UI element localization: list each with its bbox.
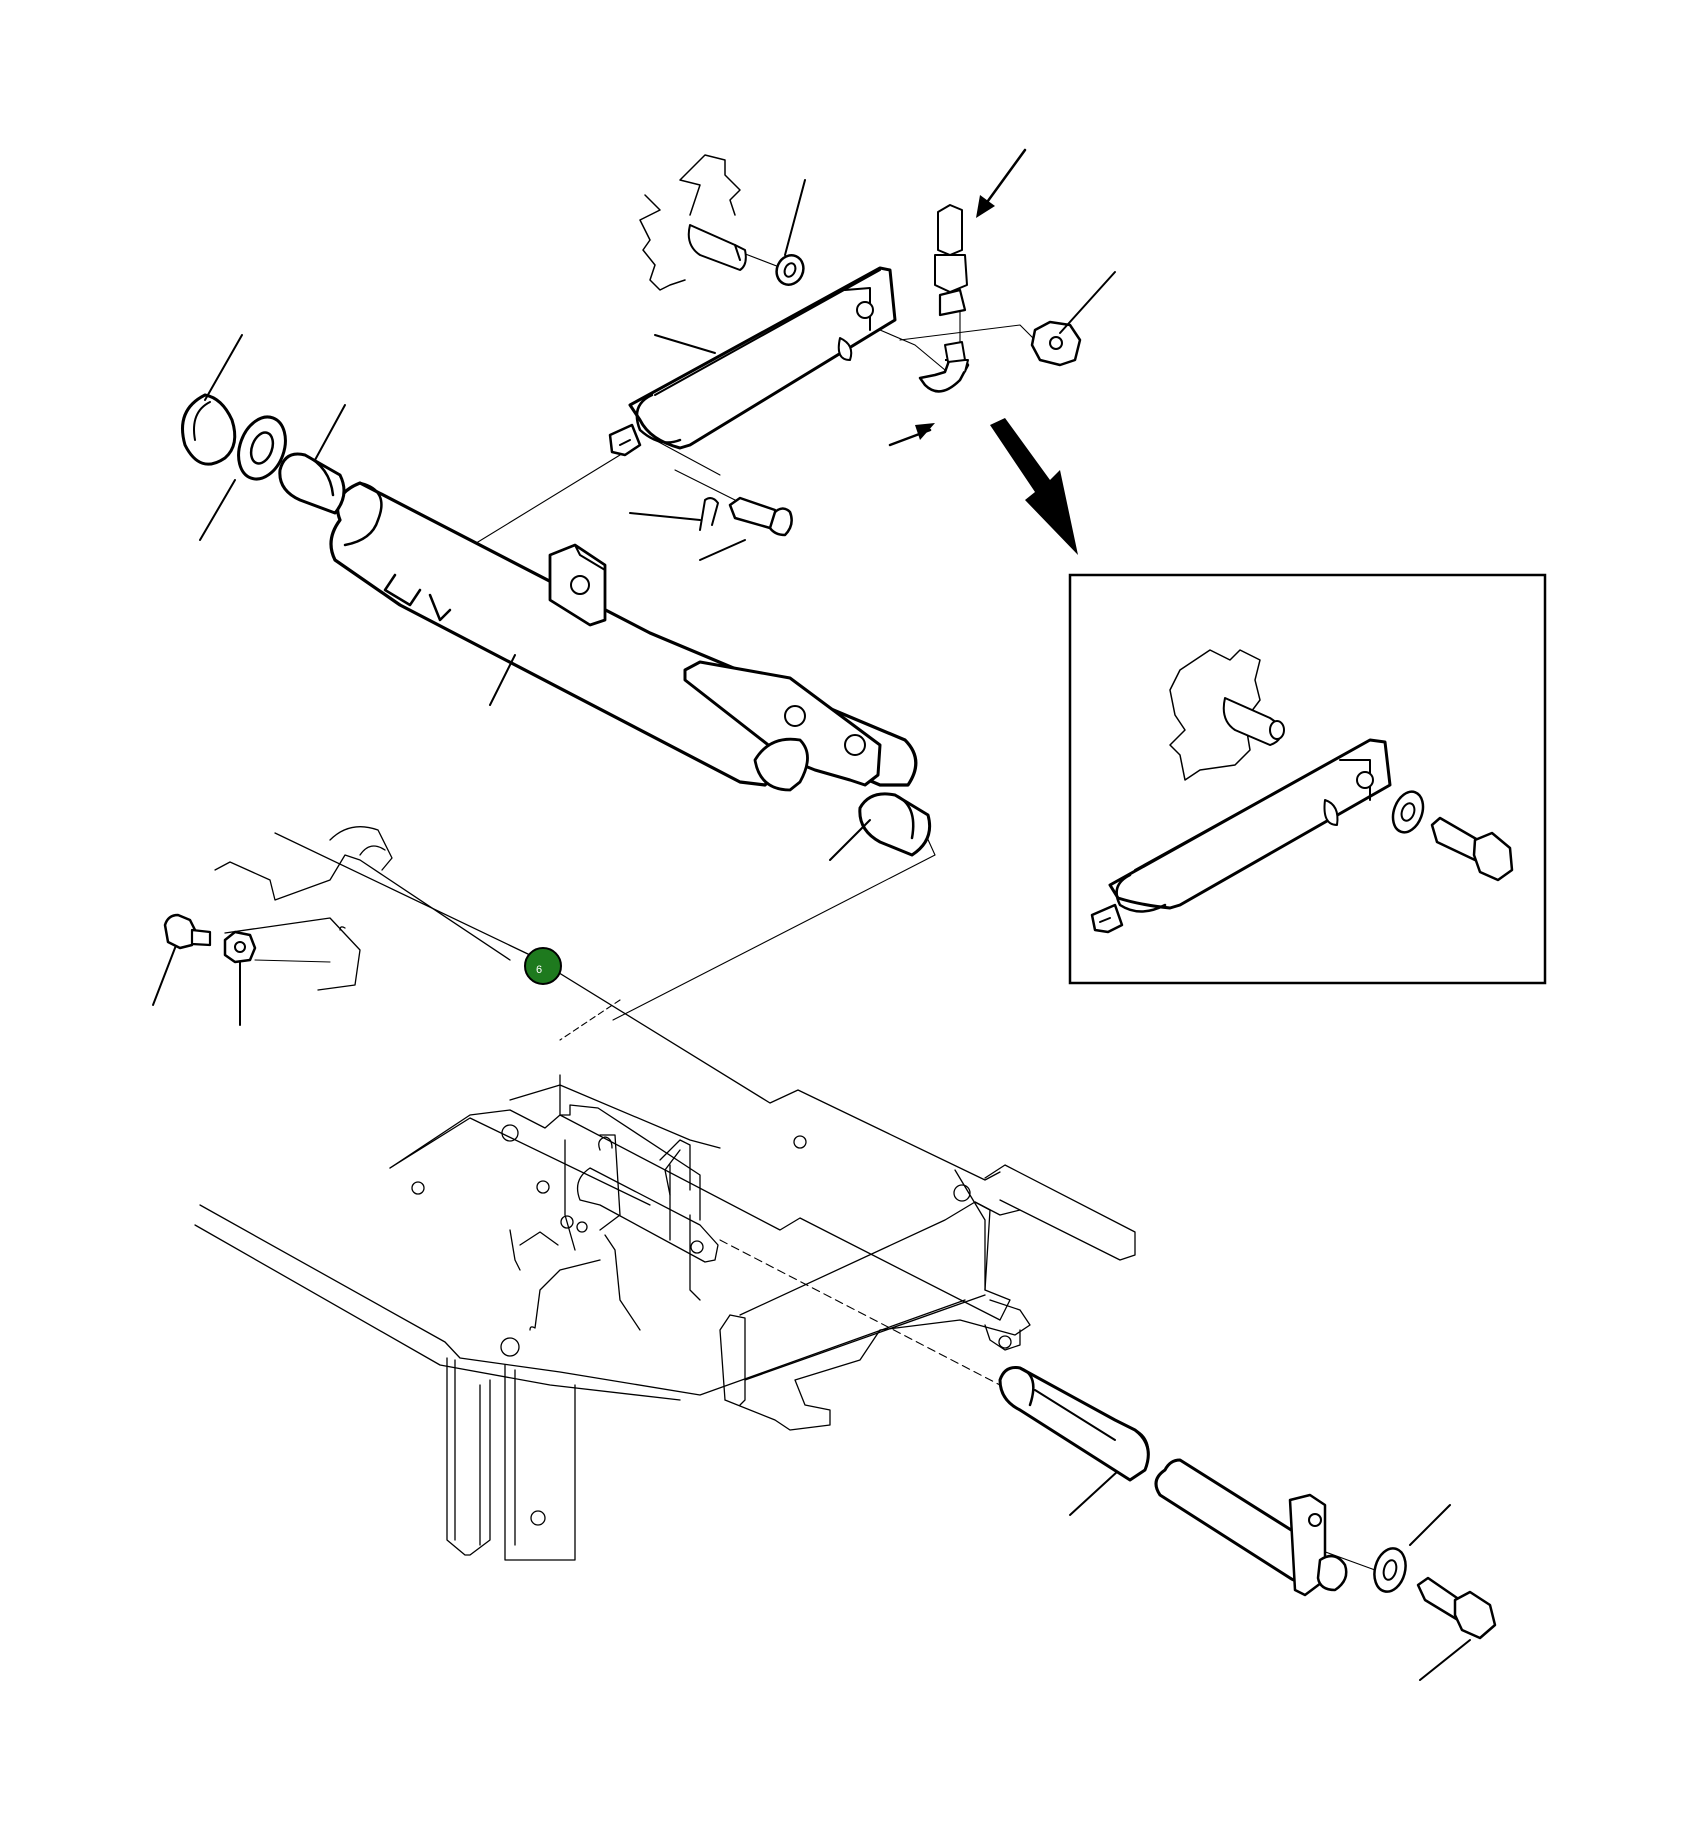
callout-marker[interactable] — [524, 947, 562, 985]
large-arrow-icon — [990, 418, 1078, 555]
detail-inset — [1068, 573, 1547, 985]
arrow-head-icon — [915, 423, 935, 440]
callout-label: 6 — [536, 964, 542, 976]
lower-pivot-shaft — [998, 1366, 1497, 1640]
lever-shaft-assembly — [181, 393, 932, 857]
upper-pivot-tube — [608, 154, 1082, 537]
arrow-head-icon — [976, 195, 995, 218]
tractor-frame — [194, 826, 1136, 1561]
frame-bolt-and-nut — [163, 913, 257, 964]
direction-arrows — [888, 148, 1078, 555]
callout-6[interactable]: 6 — [524, 947, 562, 985]
